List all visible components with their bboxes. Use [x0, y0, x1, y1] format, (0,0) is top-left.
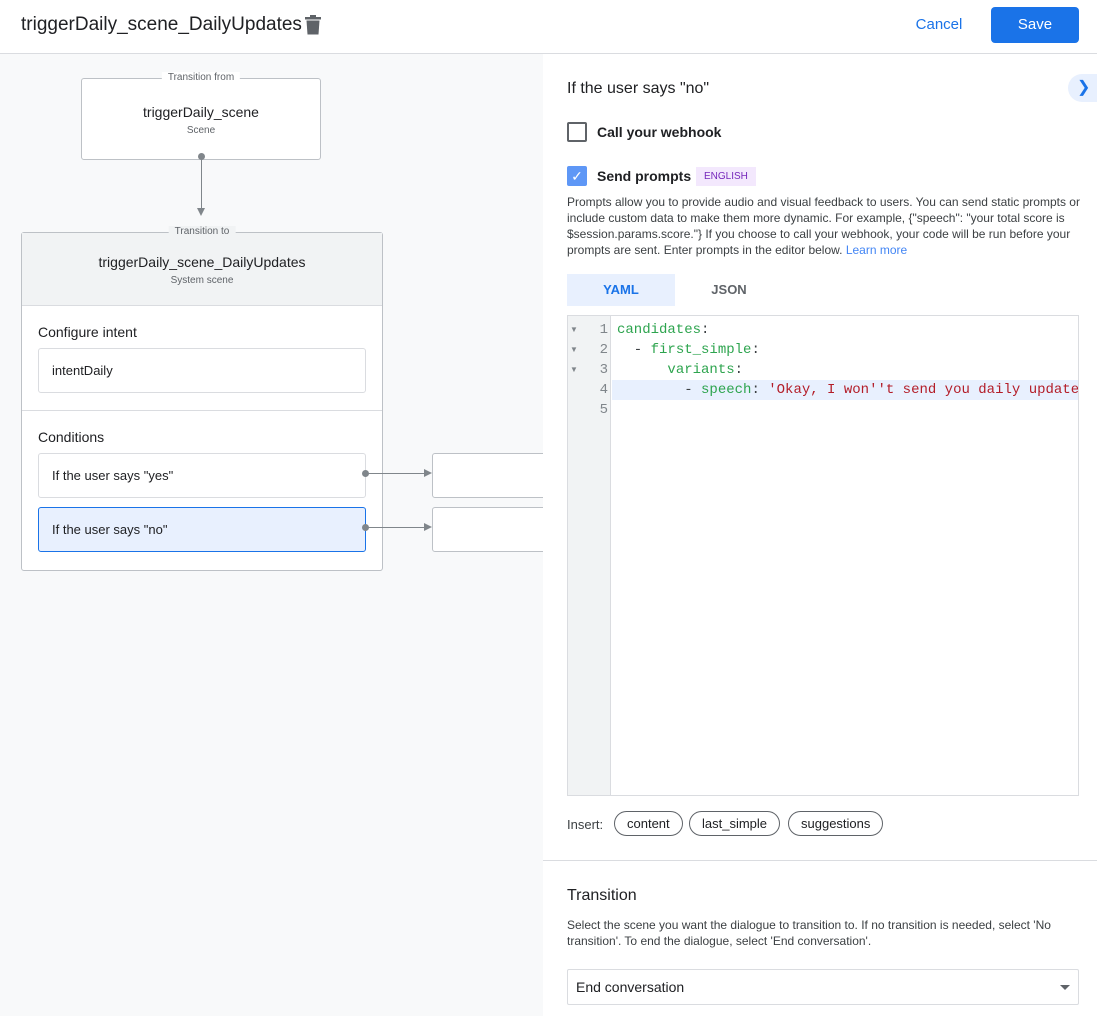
line-number: 4 [599, 382, 608, 398]
yaml-string: 'Okay, I won''t send you daily update [768, 382, 1079, 398]
condition-no[interactable]: If the user says "no" [38, 507, 366, 552]
insert-chip-content[interactable]: content [614, 811, 683, 836]
transition-select-value: End conversation [576, 979, 685, 995]
transition-from-label: Transition from [161, 72, 241, 83]
transition-description: Select the scene you want the dialogue t… [567, 918, 1051, 948]
language-badge: ENGLISH [696, 167, 756, 186]
line-numbers: 1 2 3 4 5 [586, 320, 608, 420]
tab-yaml[interactable]: YAML [567, 274, 675, 306]
connector-dot [198, 153, 205, 160]
code-editor[interactable]: ▼▼▼ 1 2 3 4 5 candidates: - first_simple… [567, 315, 1079, 796]
transition-select[interactable]: End conversation [567, 969, 1079, 1005]
flow-canvas: Transition from triggerDaily_scene Scene… [0, 54, 552, 1016]
webhook-checkbox[interactable] [567, 122, 587, 142]
arrow-right-icon [424, 523, 432, 531]
transition-from-node[interactable]: Transition from triggerDaily_scene Scene [81, 72, 321, 160]
condition-yes[interactable]: If the user says "yes" [38, 453, 366, 498]
prompts-label: Send prompts [597, 168, 692, 184]
chevron-right-icon[interactable]: ❯ [1068, 74, 1097, 102]
configure-intent-title: Configure intent [38, 324, 137, 340]
arrow-right-icon [424, 469, 432, 477]
from-scene-name: triggerDaily_scene [143, 104, 259, 120]
arrow-down-icon [197, 208, 205, 216]
dropdown-arrow-icon [1060, 985, 1070, 990]
to-scene-type: System scene [170, 275, 234, 286]
panel-heading: If the user says "no" [567, 80, 710, 97]
tab-json[interactable]: JSON [711, 282, 747, 297]
line-number: 3 [599, 362, 608, 378]
connector-line [366, 527, 426, 528]
cancel-button[interactable]: Cancel [915, 16, 963, 33]
intent-item[interactable]: intentDaily [38, 348, 366, 393]
divider [543, 860, 1097, 861]
gutter [568, 316, 611, 795]
line-number: 5 [599, 402, 608, 418]
webhook-label: Call your webhook [597, 124, 722, 140]
insert-label: Insert: [567, 817, 604, 832]
connector-dot [362, 524, 369, 531]
to-scene-name: triggerDaily_scene_DailyUpdates [98, 254, 306, 270]
prompts-checkbox[interactable]: ✓ [567, 166, 587, 186]
yaml-key: speech [701, 382, 752, 398]
connector-dot [362, 470, 369, 477]
page-title: triggerDaily_scene_DailyUpdates [21, 14, 302, 35]
code-line-2: - first_simple: [617, 342, 760, 358]
code-lines: candidates: - first_simple: variants: - … [617, 320, 1079, 400]
code-line-1: candidates: [617, 322, 710, 338]
divider [22, 410, 382, 411]
fold-icons[interactable]: ▼▼▼ [570, 325, 578, 374]
save-button[interactable]: Save [991, 7, 1079, 43]
trash-icon[interactable] [305, 15, 321, 35]
learn-more-link[interactable]: Learn more [845, 243, 908, 257]
insert-chip-suggestions[interactable]: suggestions [788, 811, 884, 836]
prompts-description: Prompts allow you to provide audio and v… [567, 194, 1087, 258]
yaml-key: variants [667, 362, 735, 378]
condition-panel: ❯ If the user says "no" Call your webhoo… [543, 54, 1097, 1016]
connector-line [201, 158, 202, 208]
active-line-highlight [612, 380, 1078, 400]
yes-target-node[interactable] [432, 453, 552, 498]
insert-chip-last-simple[interactable]: last_simple [689, 811, 781, 836]
line-number: 1 [599, 322, 608, 338]
connector-line [366, 473, 426, 474]
yaml-key: first_simple [650, 342, 752, 358]
description-text: Prompts allow you to provide audio and v… [567, 195, 1080, 257]
code-line-4: - speech: 'Okay, I won''t send you daily… [617, 382, 1079, 398]
yaml-key: candidates [617, 322, 702, 338]
transition-title: Transition [567, 887, 637, 904]
code-line-3: variants: [667, 362, 744, 378]
from-scene-type: Scene [186, 125, 216, 136]
header: triggerDaily_scene_DailyUpdates Cancel S… [0, 0, 1097, 54]
line-number: 2 [599, 342, 608, 358]
transition-to-label: Transition to [168, 226, 236, 237]
no-target-node[interactable] [432, 507, 552, 552]
conditions-title: Conditions [38, 429, 105, 445]
